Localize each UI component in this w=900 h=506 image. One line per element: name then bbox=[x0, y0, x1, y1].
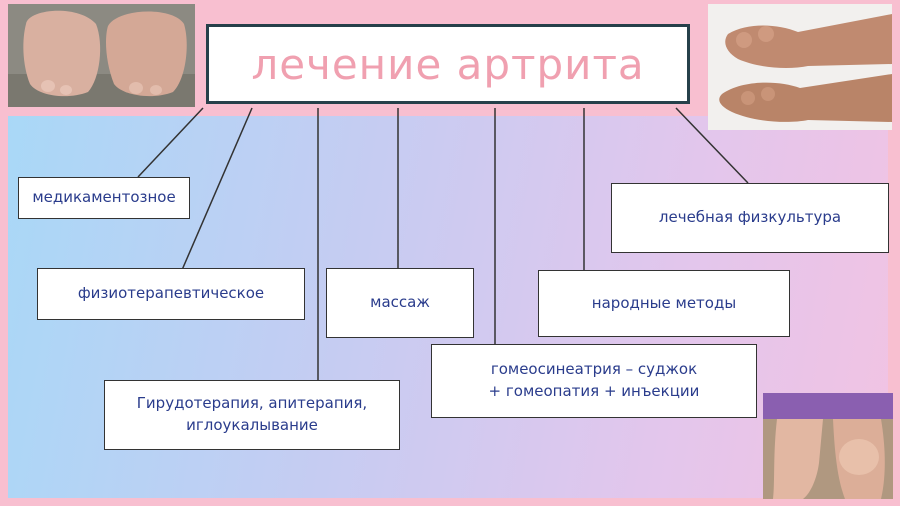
feet-photo bbox=[8, 4, 195, 107]
node-physio-label: физиотерапевтическое bbox=[77, 284, 265, 303]
node-homeo: гомеосинеатрия – суджок + гомеопатия + и… bbox=[431, 344, 757, 418]
connector-physio bbox=[181, 107, 253, 271]
node-hirudo-line1: Гирудотерапия, апитерапия, bbox=[136, 394, 368, 413]
node-hirudo: Гирудотерапия, апитерапия, иглоукалывани… bbox=[104, 380, 400, 450]
node-medication: медикаментозное bbox=[18, 177, 190, 219]
hands-image bbox=[708, 4, 892, 130]
feet-image bbox=[8, 4, 195, 107]
node-exercise-label: лечебная физкультура bbox=[658, 208, 842, 227]
node-folk-label: народные методы bbox=[591, 293, 737, 312]
node-homeo-line2: + гомеопатия + инъекции bbox=[488, 382, 700, 400]
connector-exercise bbox=[675, 107, 749, 184]
node-physio: физиотерапевтическое bbox=[37, 268, 305, 320]
node-hirudo-line2: иглоукалывание bbox=[186, 416, 318, 434]
node-exercise: лечебная физкультура bbox=[611, 183, 889, 253]
node-folk: народные методы bbox=[538, 270, 790, 337]
knee-photo bbox=[763, 393, 893, 499]
connector-medication bbox=[137, 107, 204, 178]
knee-image bbox=[763, 393, 893, 499]
hands-photo bbox=[708, 4, 892, 130]
node-massage-label: массаж bbox=[370, 293, 430, 312]
node-massage: массаж bbox=[326, 268, 474, 338]
title-text: лечение артрита bbox=[251, 39, 645, 89]
node-medication-label: медикаментозное bbox=[32, 188, 176, 207]
node-homeo-line1: гомеосинеатрия – суджок bbox=[490, 360, 698, 379]
title-box: лечение артрита bbox=[206, 24, 690, 104]
